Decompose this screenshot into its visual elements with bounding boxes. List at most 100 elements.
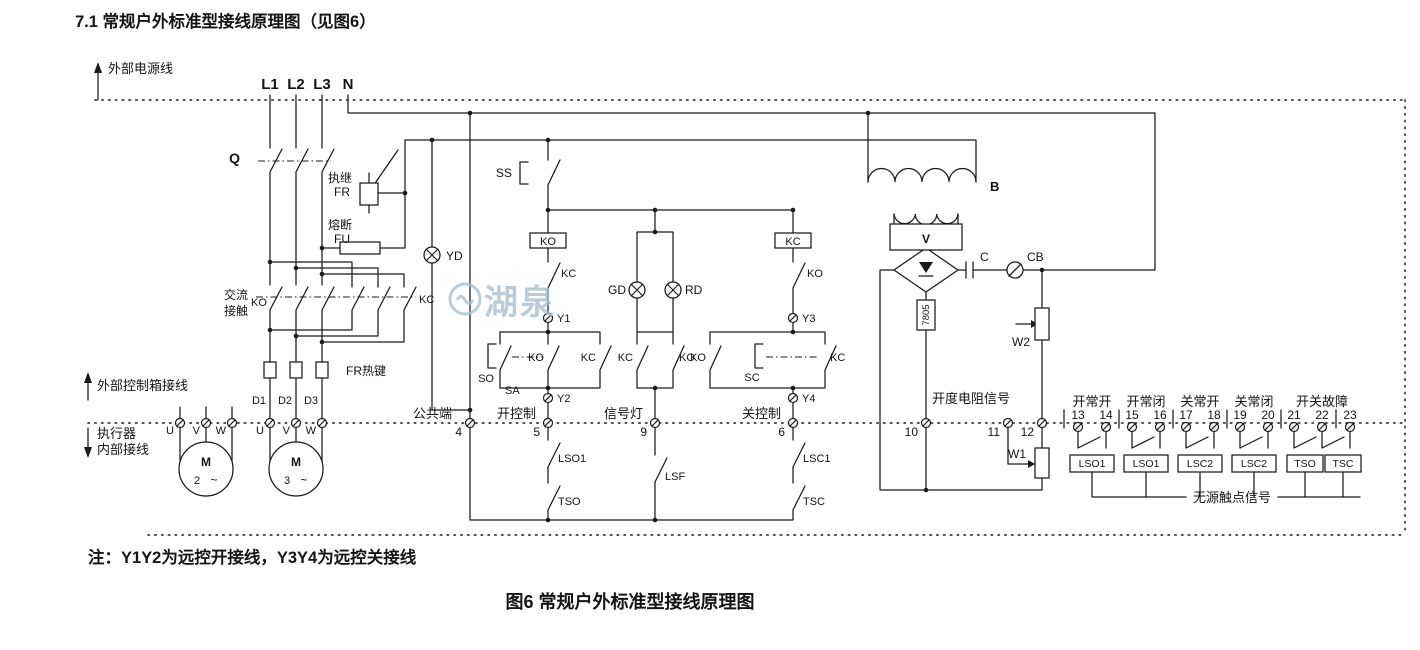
label-group-close-nc: 关常闭 — [1234, 394, 1273, 409]
label-w2-pot: W2 — [1012, 335, 1030, 349]
kc-coil-box — [774, 232, 812, 249]
terminal-20: 20 — [1261, 408, 1275, 422]
terminal-6: 6 — [778, 425, 785, 439]
label-so: SO — [478, 373, 494, 385]
fb-box-tsc — [1324, 454, 1362, 473]
label-cb: CB — [1027, 250, 1044, 264]
label-y3: Y3 — [802, 313, 815, 325]
figure-caption: 图6 常规户外标准型接线原理图 — [505, 591, 754, 612]
motor3-ac: ~ — [300, 473, 307, 487]
label-l1: L1 — [261, 76, 279, 93]
label-transformer-b: B — [990, 179, 999, 194]
w2-pot-box — [1034, 307, 1050, 341]
label-rectifier-v: V — [922, 232, 930, 246]
label-fuse-cn: 熔断 — [328, 217, 352, 232]
label-d3: D3 — [304, 395, 318, 407]
boundary-dotted-lines — [87, 99, 1406, 536]
terminal-12: 12 — [1021, 425, 1035, 439]
label-u2: U — [256, 425, 264, 437]
label-l2: L2 — [287, 76, 305, 93]
label-kc-aux-c: KC — [830, 352, 845, 364]
label-ac1: 交流 — [224, 287, 248, 302]
terminal-9: 9 — [640, 425, 647, 439]
label-resistance-signal: 开度电阻信号 — [932, 391, 1010, 406]
label-w1: W — [216, 425, 227, 437]
fb-box-lsc2-b — [1231, 454, 1277, 473]
label-ss: SS — [496, 166, 512, 180]
ko-coil-box — [529, 232, 567, 249]
label-group-fault: 开关故障 — [1296, 394, 1348, 409]
motor3-num: 3 — [284, 475, 290, 487]
terminal-16: 16 — [1153, 408, 1167, 422]
label-fr-thermal: FR热键 — [346, 364, 386, 378]
yd-lamp — [423, 246, 441, 264]
label-actuator-2: 内部接线 — [97, 442, 149, 457]
label-ac2: 接触 — [224, 303, 248, 318]
label-external-power: 外部电源线 — [108, 61, 173, 76]
label-yd: YD — [446, 249, 463, 263]
label-u1: U — [166, 425, 174, 437]
fb-switch-tsc: TSC — [1333, 458, 1354, 470]
label-fu: FU — [334, 232, 350, 246]
note-text: 注：Y1Y2为远控开接线，Y3Y4为远控关接线 — [88, 547, 417, 567]
terminal-10: 10 — [905, 425, 919, 439]
fb-box-tso — [1286, 454, 1324, 473]
cb-connector — [1006, 261, 1024, 279]
thermal-element-2 — [289, 361, 303, 379]
watermark: 湖泉 — [448, 282, 554, 322]
w1-wiper-arrow — [1028, 460, 1035, 468]
label-w1-pot: W1 — [1008, 447, 1026, 461]
label-d2: D2 — [278, 395, 292, 407]
label-y1: Y1 — [557, 313, 570, 325]
fb-switch-lso1-b: LSO1 — [1133, 458, 1160, 470]
motor-3 — [268, 441, 324, 497]
rectifier-v-box — [889, 223, 963, 251]
terminal-22: 22 — [1315, 408, 1329, 422]
terminal-15: 15 — [1125, 408, 1139, 422]
label-gd: GD — [608, 283, 626, 297]
label-kc-aux-b: KC — [618, 352, 633, 364]
label-ko-contactor: KO — [251, 297, 267, 309]
regulator-7805-box — [916, 299, 936, 331]
terminal-4: 4 — [455, 425, 462, 439]
w1-pot-box — [1034, 447, 1050, 479]
label-y4: Y4 — [802, 393, 815, 405]
fb-switch-lso1-a: LSO1 — [1079, 458, 1106, 470]
label-l3: L3 — [313, 76, 331, 93]
label-sc: SC — [744, 372, 759, 384]
motor2-m: M — [201, 455, 211, 469]
label-d1: D1 — [252, 395, 266, 407]
fb-switch-lsc2-b: LSC2 — [1241, 458, 1267, 470]
label-external-box: 外部控制箱接线 — [97, 378, 188, 393]
label-ko-aux-a: KO — [528, 352, 544, 364]
label-relay-cn: 执继 — [328, 171, 352, 185]
label-group-close-no: 关常开 — [1180, 394, 1219, 409]
thermal-element-3 — [315, 361, 329, 379]
label-actuator-1: 执行器 — [97, 426, 136, 441]
label-signal-lamp: 信号灯 — [604, 406, 643, 421]
fb-switch-lsc2-a: LSC2 — [1187, 458, 1213, 470]
gd-lamp — [628, 281, 646, 299]
label-y2: Y2 — [557, 393, 570, 405]
section-title: 7.1 常规户外标准型接线原理图（见图6） — [75, 11, 376, 31]
label-ko-coil: KO — [540, 236, 556, 248]
label-kc-nc: KC — [561, 268, 576, 280]
terminal-17: 17 — [1179, 408, 1193, 422]
terminal-14: 14 — [1099, 408, 1113, 422]
terminal-13: 13 — [1071, 408, 1085, 422]
label-ko-aux-c: KO — [690, 352, 706, 364]
label-close-control: 关控制 — [742, 406, 781, 421]
fr-relay-box — [359, 182, 379, 206]
label-lsf: LSF — [665, 471, 685, 483]
label-open-control: 开控制 — [497, 406, 536, 421]
motor3-m: M — [291, 455, 301, 469]
motor-2 — [178, 441, 234, 497]
label-group-open-nc: 开常闭 — [1126, 394, 1165, 409]
label-rd: RD — [685, 283, 703, 297]
label-tsc: TSC — [803, 496, 825, 508]
thermal-element-1 — [263, 361, 277, 379]
label-capacitor-c: C — [980, 250, 989, 264]
transformer-coils — [867, 167, 977, 226]
